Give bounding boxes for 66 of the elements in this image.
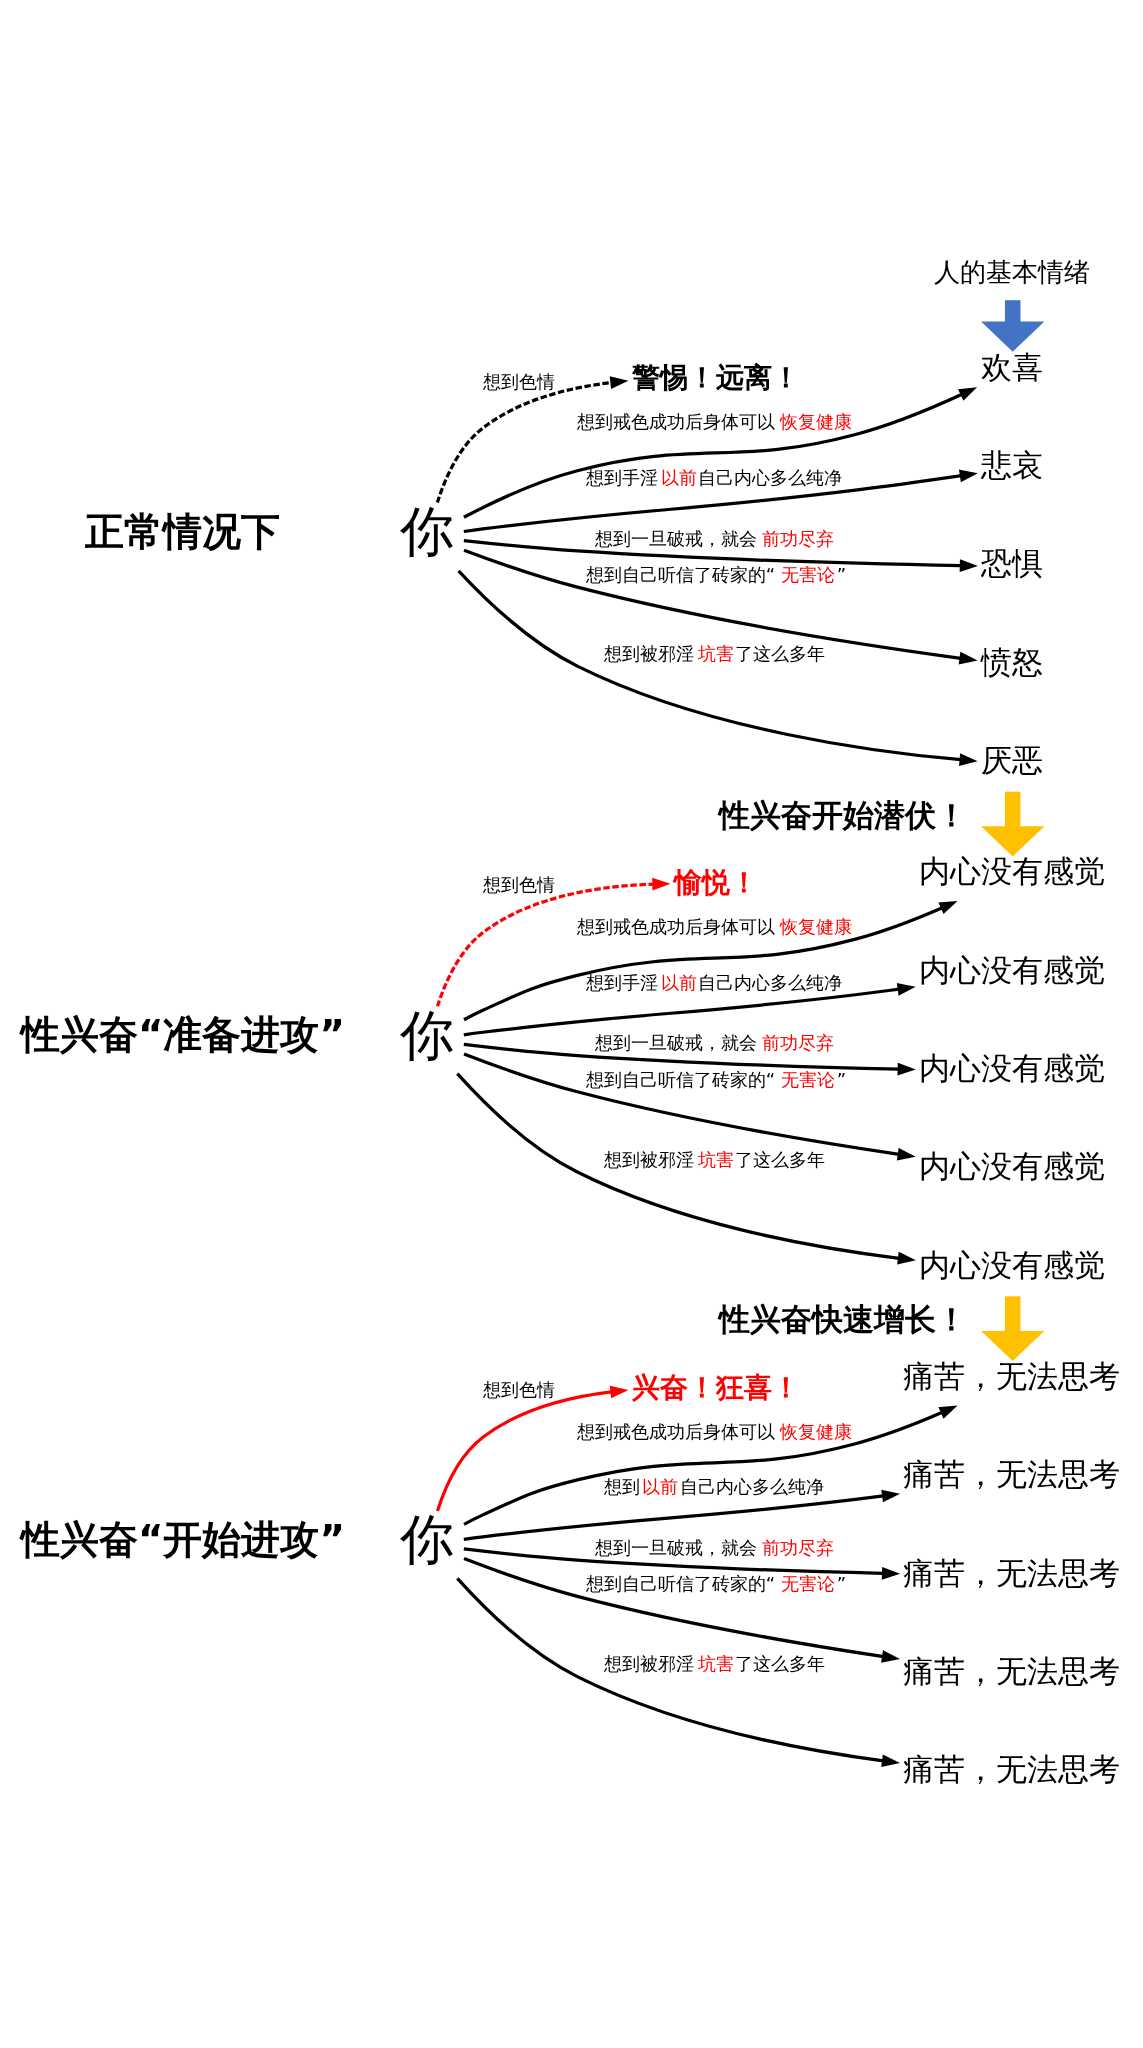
node-text: 内心没有感觉 [918, 951, 1105, 988]
arrow [981, 299, 1045, 352]
arrow [463, 900, 958, 1021]
node-text: 你 [400, 1507, 455, 1571]
arrow [457, 569, 978, 766]
edge-label: 想到以前自己内心多么纯净 [604, 1475, 824, 1497]
arrow [463, 1042, 916, 1075]
node-text: 痛苦，无法思考 [903, 1455, 1121, 1492]
node-text: 悲哀 [981, 446, 1044, 483]
arrow [456, 1072, 916, 1264]
edge-label: 想到戒色成功后身体可以恢复健康 [577, 915, 853, 937]
arrow [463, 1556, 900, 1663]
arrow [463, 538, 978, 572]
node-text: 内心没有感觉 [918, 1049, 1105, 1086]
edge-label: 想到色情 [482, 1378, 555, 1400]
arrow [463, 1546, 901, 1580]
node-text: 痛苦，无法思考 [903, 1750, 1121, 1787]
node-text: 兴奋！狂喜！ [631, 1370, 800, 1404]
node-text: 你 [400, 1003, 455, 1067]
arrow [435, 1385, 629, 1511]
node-text: 内心没有感觉 [918, 1246, 1105, 1283]
arrow [463, 1489, 901, 1541]
edge-label: 想到戒色成功后身体可以恢复健康 [577, 410, 853, 432]
node-text: 痛苦，无法思考 [903, 1357, 1121, 1394]
arrow [463, 1405, 958, 1526]
edge-label: 想到戒色成功后身体可以恢复健康 [577, 1420, 853, 1441]
node-text: 痛苦，无法思考 [903, 1554, 1121, 1591]
edge-label: 想到一旦破戒，就会前功尽弃 [595, 527, 835, 549]
arrow [463, 1051, 916, 1160]
edge-label: 想到自己听信了砖家的“无害论” [585, 563, 847, 585]
arrow [435, 877, 671, 1007]
edge-label: 性兴奋开始潜伏！ [719, 796, 967, 832]
edge-label: 想到一旦破戒，就会前功尽弃 [595, 1536, 835, 1558]
node-text: 厌恶 [981, 741, 1044, 778]
edge-label: 想到手淫以前自己内心多么纯净 [585, 971, 843, 993]
arrow [981, 791, 1045, 856]
node-text: 愉悦！ [673, 865, 758, 899]
edge-label: 想到色情 [482, 370, 555, 392]
edge-label: 想到被邪淫坑害了这么多年 [604, 1148, 826, 1170]
arrow [463, 982, 916, 1036]
arrow [435, 375, 629, 503]
edge-label: 想到被邪淫坑害了这么多年 [604, 1652, 826, 1674]
node-text: 你 [400, 499, 455, 563]
node-text: 警惕！远离！ [631, 360, 800, 394]
node-text: 痛苦，无法思考 [903, 1652, 1121, 1689]
edge-label: 想到色情 [482, 873, 555, 895]
edge-label: 性兴奋快速增长！ [719, 1300, 967, 1337]
label: 性兴奋“开始进攻” [20, 1516, 345, 1562]
node-text: 内心没有感觉 [918, 1147, 1105, 1184]
arrow [463, 548, 978, 664]
node-text: 愤怒 [981, 643, 1044, 680]
arrow [981, 1295, 1045, 1361]
label: 正常情况下 [85, 508, 280, 554]
arrow [456, 1576, 901, 1767]
node-text: 欢喜 [981, 348, 1044, 385]
node-text: 人的基本情绪 [933, 256, 1090, 287]
arrow [463, 469, 978, 533]
label: 性兴奋“准备进攻” [20, 1011, 345, 1057]
edge-label: 想到一旦破戒，就会前功尽弃 [595, 1031, 835, 1053]
edge-label: 想到自己听信了砖家的“无害论” [585, 1068, 847, 1090]
edge-label: 想到自己听信了砖家的“无害论” [585, 1572, 847, 1594]
edge-label: 想到手淫以前自己内心多么纯净 [585, 466, 843, 488]
edge-label: 想到被邪淫坑害了这么多年 [604, 642, 826, 664]
node-text: 恐惧 [981, 544, 1044, 581]
node-text: 内心没有感觉 [918, 852, 1105, 889]
arrow [463, 386, 978, 519]
